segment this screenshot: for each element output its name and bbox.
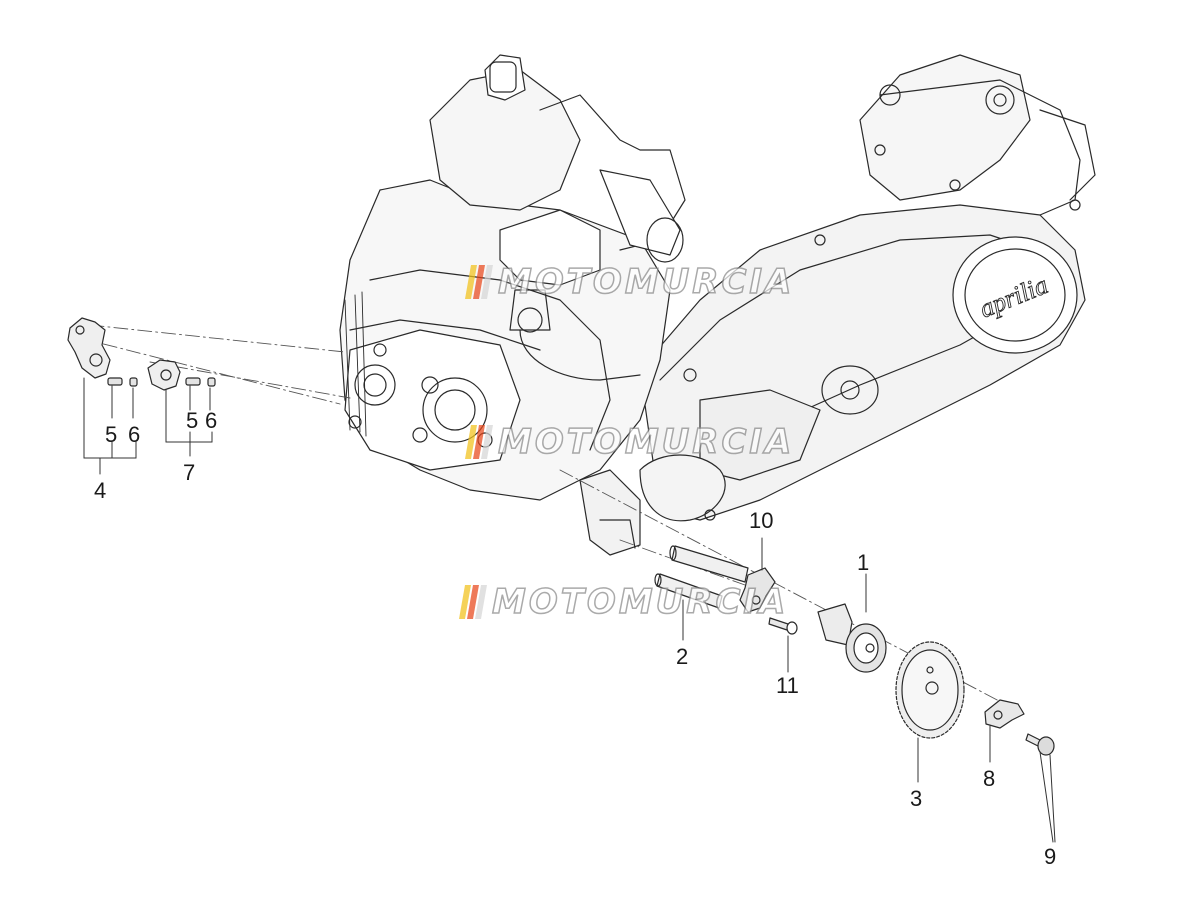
part-screw-11 [768,617,798,635]
engine-assembly [339,54,1096,556]
watermark-flag-icon [459,585,487,619]
callout-4: 4 [94,478,107,503]
part-screw-5a [107,377,123,386]
callout-11: 11 [776,673,799,698]
callout-6-left: 6 [128,422,141,447]
callout-leaders-left [83,377,213,475]
part-nut-6a [129,377,138,387]
part-sprocket-3 [895,641,965,739]
callout-10: 10 [749,508,774,533]
part-nut-6b [207,377,216,387]
part-screw-5b [185,377,201,386]
watermark-flag-icon [465,425,493,459]
callout-6-right: 6 [205,408,218,433]
callout-2: 2 [676,644,689,669]
part-bolt-9 [1025,733,1055,756]
part-shaft-2 [654,545,749,609]
part-plate-10 [739,567,776,613]
part-rocker-arm-7 [147,359,181,391]
callout-8: 8 [983,766,996,791]
watermark-bottom: MOTOMURCIA [459,581,789,623]
callout-7: 7 [183,460,196,485]
callout-3: 3 [910,786,923,811]
callout-5-left: 5 [105,422,118,447]
watermark-text: MOTOMURCIA [497,261,795,303]
watermark-text: MOTOMURCIA [497,421,795,463]
part-rocker-arm-4 [67,317,111,379]
watermark-top: MOTOMURCIA [465,261,795,303]
watermark-text: MOTOMURCIA [491,581,789,623]
callout-9: 9 [1044,844,1057,869]
watermark-middle: MOTOMURCIA [465,421,795,463]
callout-1: 1 [857,550,870,575]
part-camshaft-1 [817,603,887,673]
watermark-flag-icon [465,265,493,299]
callout-5-right: 5 [186,408,199,433]
part-washer-8 [984,699,1025,729]
callout-leader-9 [1039,751,1056,843]
